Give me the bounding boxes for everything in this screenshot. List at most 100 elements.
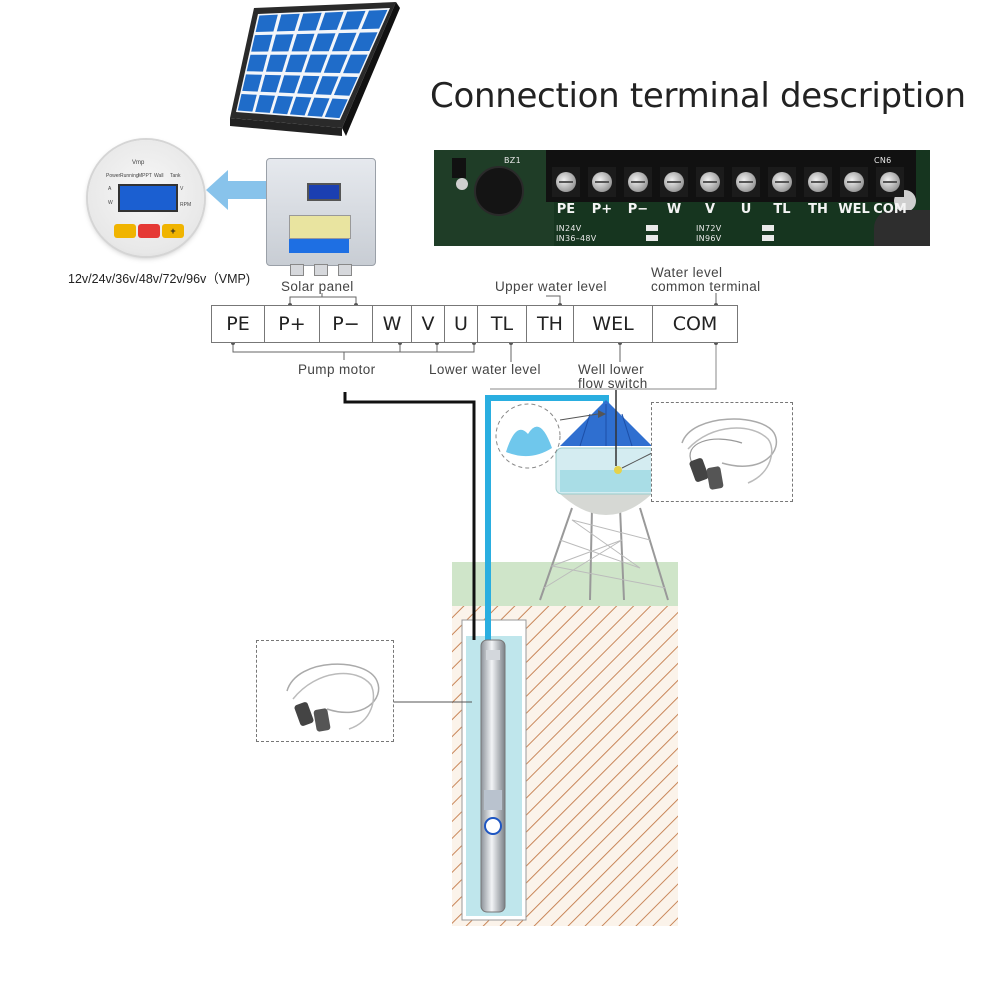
solar-cell xyxy=(361,9,388,30)
terminal-p-plus: P+ xyxy=(264,305,320,343)
pcb-terminal-label: U xyxy=(740,202,752,217)
panel-indicator: Tank xyxy=(170,173,181,179)
solar-cell xyxy=(278,75,301,94)
solar-cell xyxy=(260,74,282,93)
solar-cell xyxy=(333,76,358,96)
label-water-level-common-1: Water level xyxy=(651,265,723,280)
label-pump-motor: Pump motor xyxy=(298,362,376,377)
pcb-terminal-label: COM xyxy=(873,202,907,217)
solar-cell xyxy=(285,54,308,73)
pcb-terminal-label: TL xyxy=(773,202,791,217)
solar-cell xyxy=(255,94,275,113)
pcb-screw-terminal-icon xyxy=(804,167,832,197)
panel-lcd-screen xyxy=(118,184,178,212)
terminal-u: U xyxy=(444,305,478,343)
terminal-w: W xyxy=(372,305,412,343)
float-switch-cable-icon xyxy=(286,663,380,732)
solar-cell xyxy=(271,34,294,52)
solar-cell xyxy=(276,13,300,32)
buzzer-icon xyxy=(474,166,524,216)
pcb-terminal-label: P− xyxy=(627,202,649,217)
cable-gland-icon xyxy=(290,264,304,276)
pcb-terminal-label: PE xyxy=(556,202,576,217)
pcb-silk-voltage: IN96V xyxy=(696,234,722,243)
panel-indicator: MPPT xyxy=(138,173,152,179)
solar-cell xyxy=(297,12,322,31)
solar-cell xyxy=(297,75,320,95)
solar-cell xyxy=(242,74,263,92)
solar-cell xyxy=(246,54,268,72)
label-lower-water-level: Lower water level xyxy=(429,362,541,377)
panel-indicator: Wall xyxy=(154,173,164,179)
diagram-title: Connection terminal description xyxy=(430,76,966,116)
terminal-com: COM xyxy=(652,305,738,343)
solar-cell xyxy=(251,34,273,52)
pcb-terminal-label: P+ xyxy=(591,202,613,217)
controller-screen xyxy=(307,183,341,201)
pcb-terminal-label: W xyxy=(666,202,682,217)
pcb-screw-terminal-icon xyxy=(768,167,796,197)
panel-title: Vmp xyxy=(132,160,145,166)
panel-unit: V xyxy=(180,186,184,192)
solar-cell xyxy=(319,11,344,31)
solar-cell xyxy=(352,32,378,52)
solar-cell xyxy=(237,94,257,112)
pcb-silk-bz1: BZ1 xyxy=(504,156,521,165)
pump-power-cable xyxy=(343,392,476,640)
panel-indicator: Running xyxy=(120,173,139,179)
solar-cell xyxy=(255,14,278,32)
terminal-th: TH xyxy=(526,305,574,343)
terminal-pcb-photo: BZ1 CN6 IN24V IN36–48V IN72V IN96V xyxy=(434,150,930,246)
terminal-v: V xyxy=(411,305,445,343)
solar-cell xyxy=(291,33,315,52)
pcb-silk-voltage: IN36–48V xyxy=(556,234,597,243)
label-upper-water-level: Upper water level xyxy=(495,279,607,294)
solar-cell xyxy=(340,10,366,30)
pcb-screw-terminal-icon xyxy=(660,167,688,197)
cable-gland-icon xyxy=(338,264,352,276)
solar-panel-icon xyxy=(230,2,400,136)
pcb-screw-terminal-icon xyxy=(552,167,580,197)
terminal-tl: TL xyxy=(477,305,527,343)
cable-gland-icon xyxy=(314,264,328,276)
pcb-screw-terminal-icon xyxy=(696,167,724,197)
label-solar-panel: Solar panel xyxy=(281,279,354,294)
terminal-p-minus: P− xyxy=(319,305,373,343)
solar-cell xyxy=(315,76,339,95)
solar-cell xyxy=(343,54,368,74)
water-splash-icon xyxy=(506,426,552,457)
pcb-screw-terminal-icon xyxy=(732,167,760,197)
pcb-screw-terminal-icon xyxy=(876,167,904,197)
label-well-lower-1: Well lower xyxy=(578,362,645,377)
pcb-silk-cn6: CN6 xyxy=(874,156,892,165)
terminal-pe: PE xyxy=(211,305,265,343)
solar-cell xyxy=(323,54,348,74)
float-switch-icon xyxy=(614,466,622,474)
controller-label-sticker xyxy=(289,215,351,239)
pcb-silk-voltage: IN24V xyxy=(556,224,582,233)
pcb-screw-terminal-icon xyxy=(840,167,868,197)
arrow-left-icon xyxy=(206,170,266,210)
panel-middle-button[interactable] xyxy=(138,224,160,238)
label-water-level-common-2: common terminal xyxy=(651,279,761,294)
panel-left-button[interactable] xyxy=(114,224,136,238)
pcb-terminal-label: WEL xyxy=(838,202,870,217)
water-tower xyxy=(539,390,669,601)
pcb-screw-terminal-icon xyxy=(588,167,616,197)
panel-plus-button[interactable]: + xyxy=(162,224,184,238)
voltage-note: 12v/24v/36v/48v/72v/96v（VMP) xyxy=(68,272,251,286)
pcb-screw-terminal-icon xyxy=(624,167,652,197)
controller-brand-strip xyxy=(289,239,349,253)
pcb-terminal-label: TH xyxy=(808,202,828,217)
label-well-lower-2: flow switch xyxy=(578,376,648,391)
submersible-pump xyxy=(480,639,506,913)
panel-unit: RPM xyxy=(180,202,192,208)
solar-cell xyxy=(304,54,328,73)
pcb-silk-voltage: IN72V xyxy=(696,224,722,233)
pcb-terminal-label: V xyxy=(704,202,716,217)
solar-cell xyxy=(311,33,336,52)
solar-cell xyxy=(265,54,288,72)
panel-indicator: Power xyxy=(106,173,121,179)
